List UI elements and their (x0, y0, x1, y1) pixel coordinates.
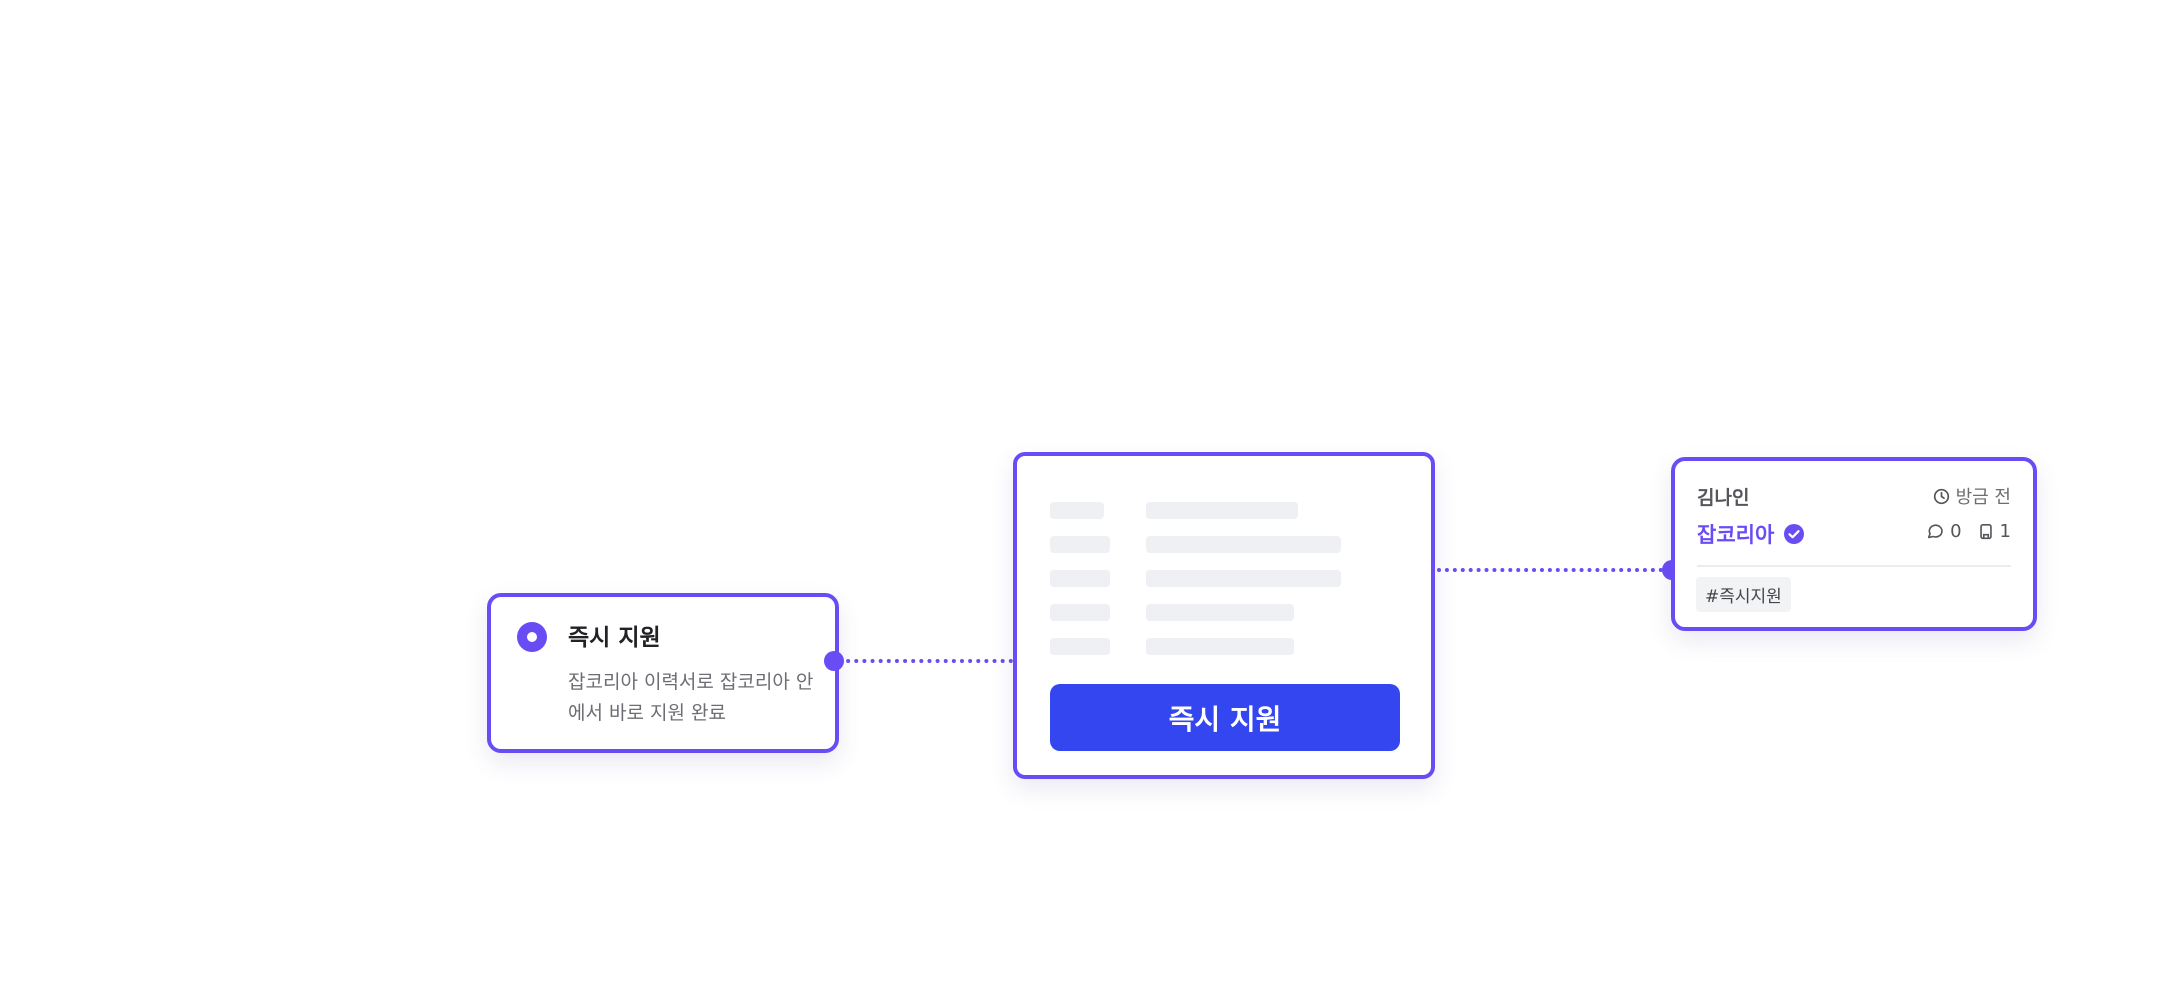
hashtag[interactable]: #즉시지원 (1696, 577, 1791, 612)
post-stats: 0 1 (1926, 521, 2011, 542)
skeleton-label (1050, 570, 1110, 587)
skeleton-label (1050, 536, 1110, 553)
skeleton-label (1050, 502, 1104, 519)
skeleton-value (1146, 502, 1298, 519)
bookmark-stat[interactable]: 1 (1978, 521, 2011, 542)
post-time: 방금 전 (1933, 483, 2011, 509)
post-time-text: 방금 전 (1955, 487, 2011, 508)
divider (1697, 565, 2011, 567)
instant-apply-option-card[interactable]: 즉시 지원 잡코리아 이력서로 잡코리아 안에서 바로 지원 완료 (487, 593, 839, 753)
skeleton-label (1050, 604, 1110, 621)
comment-stat[interactable]: 0 (1926, 521, 1962, 542)
comment-count: 0 (1950, 521, 1962, 542)
connector-line-right (1437, 568, 1671, 572)
clock-icon (1933, 488, 1949, 504)
connector-dot-left (824, 651, 844, 671)
post-company[interactable]: 잡코리아 (1697, 519, 1805, 549)
option-title: 즉시 지원 (568, 625, 661, 651)
community-post-card[interactable]: 김나인 방금 전 잡코리아 0 1 #즉시지원 (1671, 457, 2037, 631)
skeleton-label (1050, 638, 1110, 655)
company-name: 잡코리아 (1697, 523, 1775, 547)
instant-apply-button[interactable]: 즉시 지원 (1050, 684, 1400, 751)
radio-selected-icon[interactable] (517, 622, 547, 652)
skeleton-value (1146, 536, 1341, 553)
verified-badge-icon (1784, 524, 1805, 544)
skeleton-value (1146, 604, 1294, 621)
comment-icon (1927, 523, 1943, 538)
skeleton-value (1146, 570, 1341, 587)
option-description: 잡코리아 이력서로 잡코리아 안에서 바로 지원 완료 (568, 671, 814, 724)
bookmark-icon (1979, 523, 1992, 539)
connector-line-left (838, 659, 1013, 663)
post-author: 김나인 (1697, 487, 1750, 509)
apply-form-card: 즉시 지원 (1013, 452, 1435, 779)
skeleton-value (1146, 638, 1294, 655)
bookmark-count: 1 (1999, 521, 2011, 542)
